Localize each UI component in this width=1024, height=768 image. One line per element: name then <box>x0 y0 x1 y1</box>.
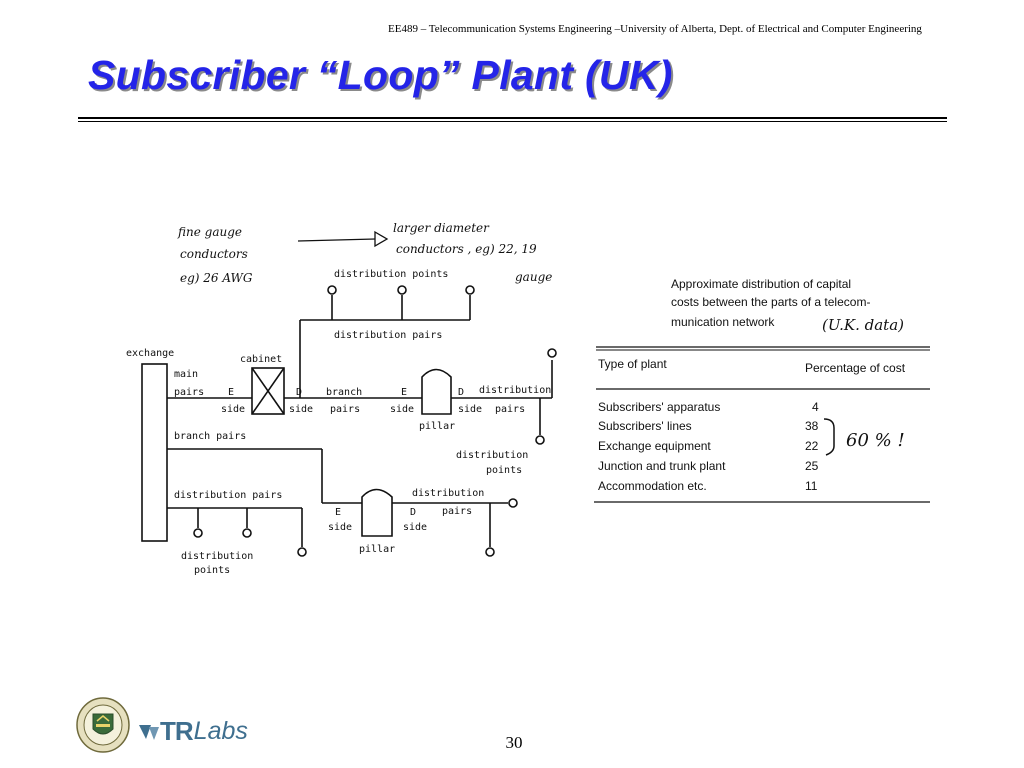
row-percent: 11 <box>805 479 818 493</box>
distribution-point-icon <box>297 547 307 557</box>
trlabs-tr-text: TR <box>160 716 194 746</box>
note-larger-conductors: conductors , eg) 22, 19 <box>396 242 537 256</box>
label-pairs: pairs <box>174 387 204 398</box>
row-percent: 22 <box>805 439 819 453</box>
label-dside-pillar-1: side <box>458 404 482 415</box>
bracket-note: 60 % ! <box>846 430 905 451</box>
pillar-1-shape <box>421 368 452 415</box>
label-cabinet: cabinet <box>240 354 282 365</box>
label-e-pillar-2: E <box>335 507 341 518</box>
pillar-2-shape <box>361 488 393 537</box>
label-pairs-right: pairs <box>495 404 525 415</box>
label-pillar-1: pillar <box>419 421 455 432</box>
label-dside-cabinet: side <box>289 404 313 415</box>
label-pillar-2: pillar <box>359 544 395 555</box>
row-percent: 25 <box>805 459 819 473</box>
exchange-box <box>141 363 168 542</box>
note-gauge: gauge <box>515 270 552 284</box>
row-percent: 38 <box>805 419 819 433</box>
table-header-percent: Percentage of cost <box>805 361 906 375</box>
cabinet-box <box>251 367 285 415</box>
label-eside-pillar-2: side <box>328 522 352 533</box>
note-fine-gauge-conductors: conductors <box>180 247 248 261</box>
label-dside-pillar-2: side <box>403 522 427 533</box>
label-e-cabinet: E <box>228 387 234 398</box>
row-type: Accommodation etc. <box>598 479 707 493</box>
label-exchange: exchange <box>126 348 174 359</box>
subscriber-loop-diagram: fine gauge conductors eg) 26 AWG larger … <box>126 221 930 576</box>
label-branch: branch <box>326 387 362 398</box>
row-type: Subscribers' lines <box>598 419 692 433</box>
trlabs-logo: TR Labs <box>138 716 248 747</box>
label-distribution-pairs-top: distribution pairs <box>334 330 442 341</box>
bracket-icon <box>823 418 835 456</box>
distribution-point-icon <box>535 435 545 445</box>
distribution-point-icon <box>485 547 495 557</box>
distribution-point-icon <box>508 498 518 508</box>
table-caption-line-3: munication network <box>671 315 775 329</box>
label-pairs-bottom-right: pairs <box>442 506 472 517</box>
slide-title: Subscriber “Loop” Plant (UK) <box>88 52 673 98</box>
trlabs-mark-icon <box>139 724 159 740</box>
distribution-point-icon <box>397 285 407 295</box>
distribution-point-icon <box>242 528 252 538</box>
label-branch-pairs-left: branch pairs <box>174 431 246 442</box>
course-header: EE489 – Telecommunication Systems Engine… <box>388 23 922 35</box>
label-main: main <box>174 369 198 380</box>
label-d-pillar-2: D <box>410 507 416 518</box>
row-percent: 4 <box>812 400 819 414</box>
table-handwritten-note: (U.K. data) <box>822 316 904 334</box>
label-distribution-points-bottom: distribution <box>181 551 253 562</box>
label-distribution-points-mid-2: points <box>486 465 522 476</box>
note-larger-diameter: larger diameter <box>393 221 490 235</box>
label-distribution-points-mid: distribution <box>456 450 528 461</box>
table-caption-line-1: Approximate distribution of capital <box>671 277 851 291</box>
label-distribution-pairs-bottom: distribution pairs <box>174 490 282 501</box>
page-number: 30 <box>505 733 523 752</box>
label-d-cabinet: D <box>296 387 302 398</box>
note-fine-gauge: fine gauge <box>177 225 242 239</box>
table-caption-line-2: costs between the parts of a telecom- <box>671 295 870 309</box>
row-type: Junction and trunk plant <box>598 459 726 473</box>
distribution-point-icon <box>327 285 337 295</box>
label-e-pillar-1: E <box>401 387 407 398</box>
distribution-point-icon <box>547 348 557 358</box>
label-distribution-right: distribution <box>479 385 551 396</box>
row-type: Exchange equipment <box>598 439 711 453</box>
label-side-cabinet: side <box>221 404 245 415</box>
network-wiring <box>141 230 553 547</box>
label-distribution-points-bottom-2: points <box>194 565 230 576</box>
label-distribution-bottom-right: distribution <box>412 488 484 499</box>
trlabs-labs-text: Labs <box>193 717 248 745</box>
title-rule-thin <box>78 121 947 122</box>
label-branch-pairs: pairs <box>330 404 360 415</box>
label-d-pillar-1: D <box>458 387 464 398</box>
distribution-point-markers <box>193 285 557 557</box>
label-distribution-points-top: distribution points <box>334 269 448 280</box>
distribution-point-icon <box>193 528 203 538</box>
row-type: Subscribers' apparatus <box>598 400 720 414</box>
title-rule-thick <box>78 117 947 119</box>
cost-table: Approximate distribution of capital cost… <box>594 277 930 503</box>
table-header-type: Type of plant <box>598 357 667 371</box>
distribution-point-icon <box>465 285 475 295</box>
note-fine-gauge-awg: eg) 26 AWG <box>180 271 253 285</box>
label-eside-pillar-1: side <box>390 404 414 415</box>
university-seal-logo <box>76 697 130 753</box>
